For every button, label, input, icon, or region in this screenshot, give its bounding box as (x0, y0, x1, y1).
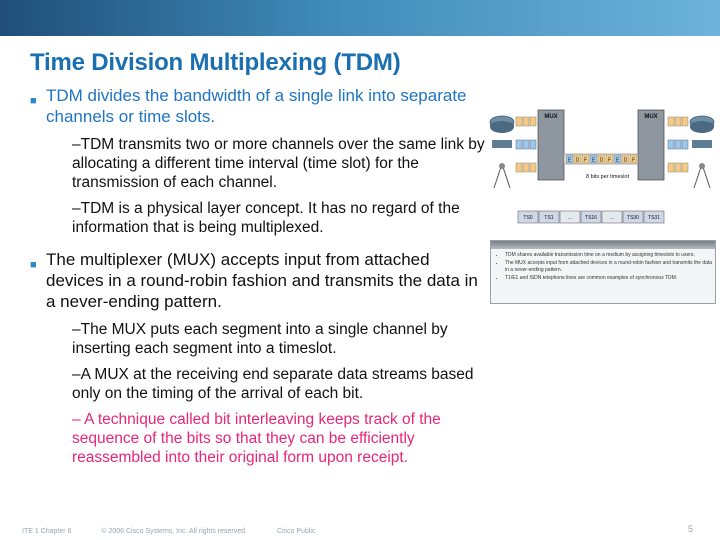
stream-letter: D (576, 158, 580, 164)
mux-right-label: MUX (644, 114, 657, 120)
antenna-icon (693, 163, 711, 189)
router-icon (489, 115, 515, 133)
stream-letter: D (600, 158, 604, 164)
figure-caption: TDM shares available transmission time o… (490, 240, 716, 304)
mux-left-label: MUX (544, 114, 557, 120)
stream-letter: F (632, 158, 635, 164)
bullet-2: ■ The multiplexer (MUX) accepts input fr… (28, 249, 488, 312)
sub-bullet: –A MUX at the receiving end separate dat… (72, 366, 474, 402)
timeslot-label: TS31 (648, 215, 660, 221)
mux-left (537, 109, 565, 181)
timeslot-row: TS0 TS1 ... TS16 ... TS30 TS31 (517, 210, 665, 224)
switch-icon (692, 140, 712, 148)
footer-copyright: © 2006 Cisco Systems, Inc. All rights re… (101, 528, 247, 535)
timeslot-label: TS1 (544, 215, 553, 221)
header-bar (0, 0, 720, 36)
bullet-1: ■ TDM divides the bandwidth of a single … (28, 85, 488, 127)
stream-letter: E (616, 158, 620, 164)
caption-header (491, 241, 715, 249)
stream-letter: F (608, 158, 611, 164)
stream-letter: F (584, 158, 587, 164)
caption-item: TDM shares available transmission time o… (505, 252, 715, 259)
timeslot-label: ... (568, 215, 572, 221)
sub-bullet: –TDM transmits two or more channels over… (72, 136, 485, 191)
antenna-icon (493, 163, 511, 189)
rate-label: 8 bits per timeslot (586, 174, 630, 180)
slide-content: ■ TDM divides the bandwidth of a single … (28, 85, 488, 474)
sub-bullet: –The MUX puts each segment into a single… (72, 321, 448, 357)
bullet-1-text: TDM divides the bandwidth of a single li… (46, 86, 467, 126)
stream-letter: E (568, 158, 572, 164)
timeslot-label: TS0 (523, 215, 532, 221)
timeslot-label: TS16 (585, 215, 597, 221)
stream-letter: D (624, 158, 628, 164)
bullet-square-icon: ■ (30, 95, 37, 107)
footer-classification: Cisco Public (276, 528, 316, 535)
switch-icon (492, 140, 512, 148)
footer: ITE 1 Chapter 6 © 2006 Cisco Systems, In… (22, 528, 343, 535)
router-icon (689, 115, 715, 133)
footer-course: ITE 1 Chapter 6 (22, 528, 72, 535)
slide-title: Time Division Multiplexing (TDM) (30, 49, 401, 76)
bullet-square-icon: ■ (30, 259, 37, 271)
bullet-2-text: The multiplexer (MUX) accepts input from… (46, 250, 478, 311)
page-number: 5 (688, 524, 694, 534)
timeslot-label: ... (610, 215, 614, 221)
timeslot-label: TS30 (627, 215, 639, 221)
sub-bullet: –TDM is a physical layer concept. It has… (72, 200, 460, 236)
caption-item: The MUX accepts input from attached devi… (505, 260, 715, 274)
mux-right (637, 109, 665, 181)
stream-letter: E (592, 158, 596, 164)
caption-item: T1/E1 and ISDN telephone lines are commo… (505, 275, 715, 282)
highlight-sub-bullet: – A technique called bit interleaving ke… (72, 411, 441, 466)
